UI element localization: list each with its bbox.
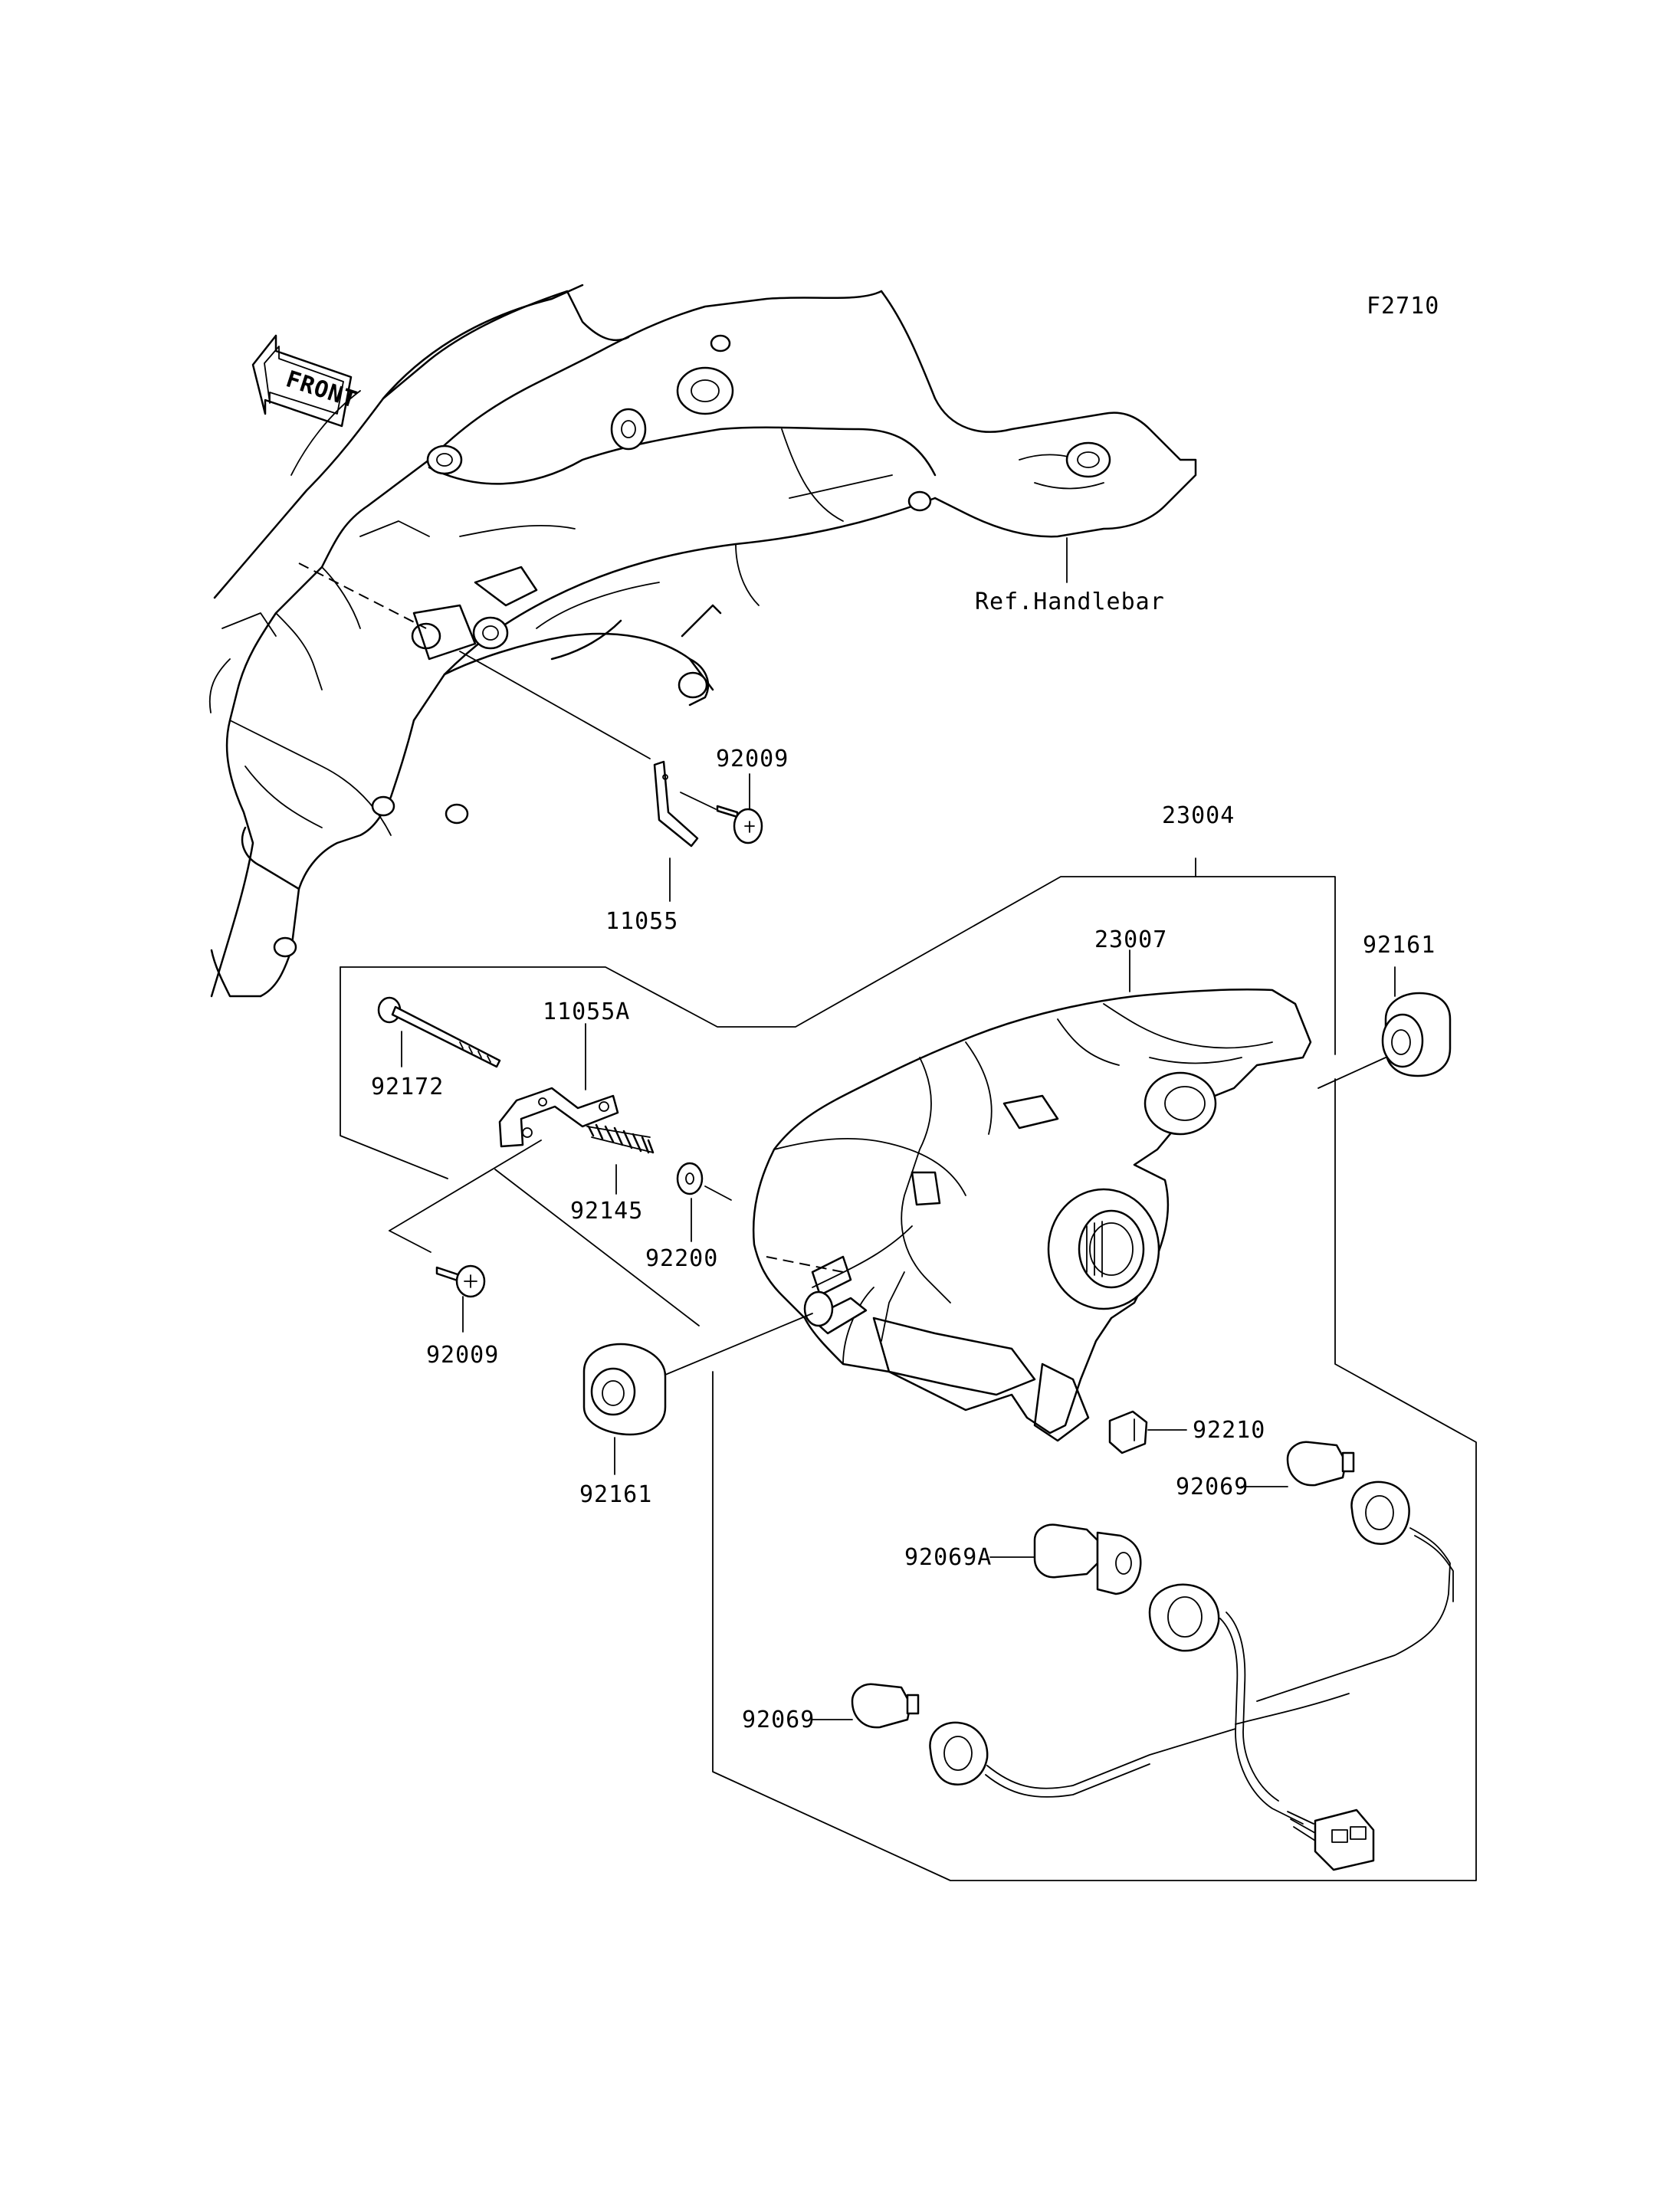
part-label-92210: 92210 xyxy=(1193,1417,1265,1444)
part-label-92009-bottom: 92009 xyxy=(426,1342,499,1369)
part-label-92161-right: 92161 xyxy=(1363,932,1436,959)
frame-mount-dashline xyxy=(298,562,427,629)
bulb-92069-top xyxy=(1286,1441,1355,1487)
grommet-right-axis xyxy=(1317,1057,1386,1089)
headlight-23007 xyxy=(752,989,1312,1442)
bracket-11055A xyxy=(498,1087,619,1148)
reference-handlebar-label: Ref.Handlebar xyxy=(975,589,1165,615)
grommet-92161-right xyxy=(1381,992,1452,1077)
bolt-92172 xyxy=(377,996,501,1068)
part-label-92172: 92172 xyxy=(371,1074,444,1100)
part-label-92069A: 92069A xyxy=(904,1544,992,1571)
upper-cowling-frame xyxy=(208,284,1197,998)
part-label-92069-bottom: 92069 xyxy=(742,1707,815,1733)
figure-code: F2710 xyxy=(1367,293,1439,320)
screw-92009-bottom-axis xyxy=(389,1230,431,1253)
part-label-92145: 92145 xyxy=(570,1198,643,1225)
bracket-11055 xyxy=(653,760,699,848)
part-label-92161-left: 92161 xyxy=(579,1481,652,1508)
part-label-23007: 23007 xyxy=(1094,926,1167,953)
bracket-headlight-line xyxy=(494,1169,700,1326)
grommet-left-axis xyxy=(664,1313,813,1376)
bracket-11055-leader-line xyxy=(459,651,651,759)
bracket-11055A-screw-line xyxy=(389,1139,542,1231)
part-label-11055: 11055 xyxy=(605,908,678,935)
bulb-92069-bottom xyxy=(851,1683,920,1729)
washer-92200 xyxy=(676,1162,732,1201)
grommet-92161-left xyxy=(582,1343,667,1436)
part-label-92009-top: 92009 xyxy=(716,746,789,772)
screw-92009-bottom xyxy=(435,1264,486,1298)
assembly-23004-outline xyxy=(340,857,1477,1881)
bulb-92069A xyxy=(1033,1523,1142,1595)
frame-center-line xyxy=(789,474,893,499)
part-label-11055A: 11055A xyxy=(543,998,630,1025)
front-arrow-icon: FRONT xyxy=(251,334,360,428)
part-label-92069-top: 92069 xyxy=(1176,1474,1249,1500)
part-label-92200: 92200 xyxy=(645,1245,718,1272)
screw-92009-top xyxy=(680,792,763,844)
spring-92145 xyxy=(586,1123,655,1154)
nut-92210 xyxy=(1108,1410,1148,1454)
part-label-23004: 23004 xyxy=(1162,802,1235,829)
wiring-harness xyxy=(929,1481,1454,1871)
